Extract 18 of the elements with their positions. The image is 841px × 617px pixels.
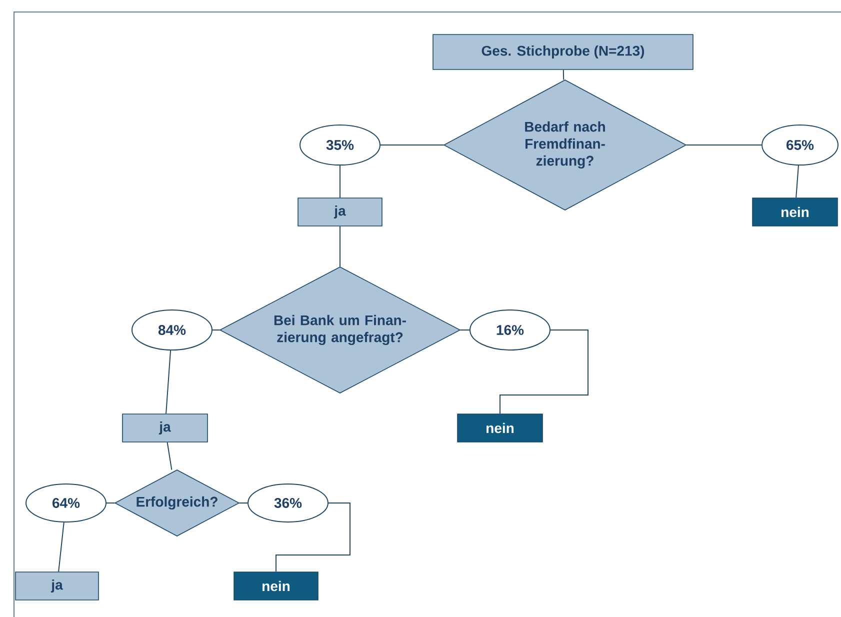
connector-line <box>276 502 350 572</box>
connector-line <box>106 502 116 504</box>
outcome-box: nein <box>752 198 838 226</box>
connector-line <box>380 144 444 146</box>
connector-line <box>238 502 248 504</box>
process-box: ja <box>122 414 208 442</box>
connector-line <box>562 69 564 80</box>
connector-line <box>166 442 172 470</box>
process-box: ja <box>298 198 382 226</box>
outcome-box: nein <box>234 572 318 600</box>
connector-line <box>166 350 172 414</box>
outcome-box: nein <box>457 414 543 442</box>
connector-line <box>58 522 64 572</box>
process-box: Ges. Stichprobe (N=213) <box>432 34 694 70</box>
process-box: ja <box>15 572 99 600</box>
connector-line <box>686 144 762 146</box>
connector-line <box>500 330 588 414</box>
connector-line <box>796 164 799 198</box>
